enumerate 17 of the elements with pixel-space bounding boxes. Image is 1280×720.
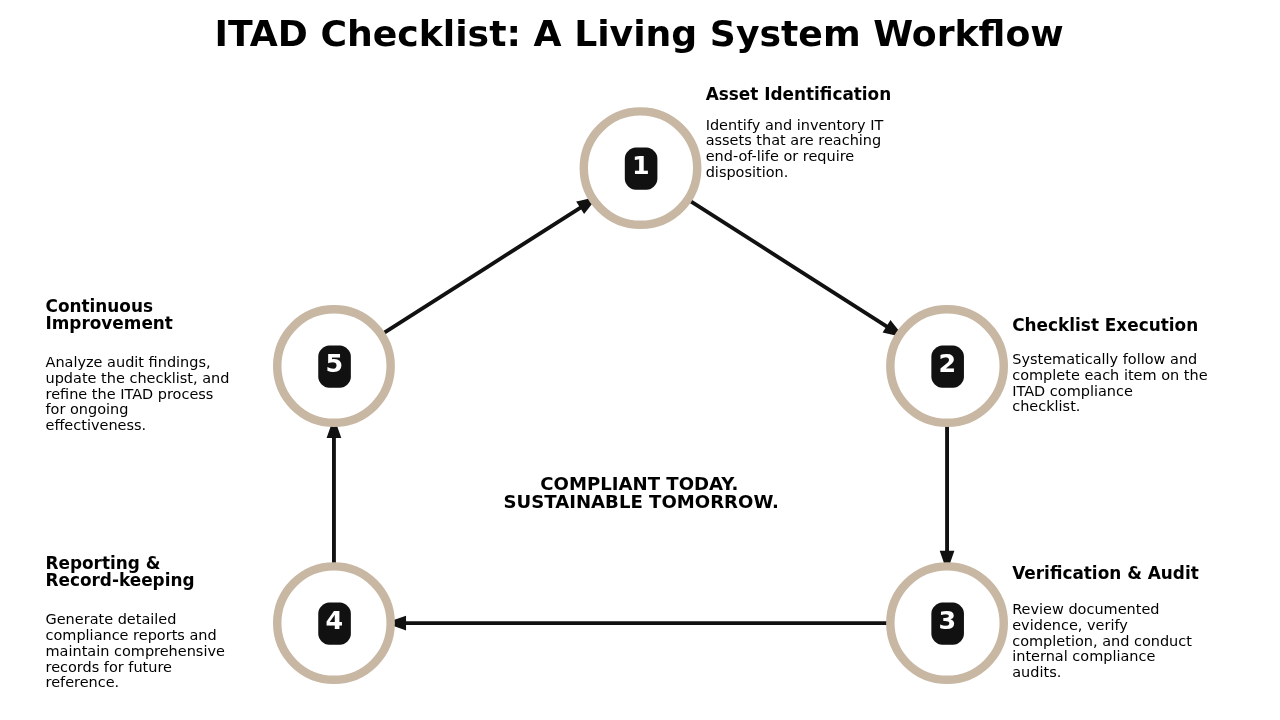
node-label: Asset Identification [705, 84, 891, 105]
node-label: Generate detailed compliance reports and maintain comprehensive records for future reference. [45, 611, 225, 691]
node-circle: 4 [272, 562, 395, 685]
node-circle: 1 [579, 107, 701, 230]
node-circle: 2 [885, 305, 1008, 427]
node-label: Verification & Audit [1011, 562, 1199, 583]
node-label: Identify and inventory IT assets that are reaching end-of-life or require disposition. [705, 116, 883, 180]
node-label: Review documented evidence, verify completion, and conduct internal compliance audits. [1011, 601, 1192, 680]
diagram-title: ITAD Checklist: A Living System Workflow [213, 11, 1064, 55]
node-label: Checklist Execution [1011, 314, 1198, 335]
node-label: Reporting & Record-keeping [45, 553, 195, 590]
node-circle: 5 [272, 305, 395, 427]
node-label: Analyze audit findings, update the checklist, and refine the ITAD process for ongoing effectiveness. [45, 354, 229, 434]
node-label: Continuous Improvement [45, 295, 173, 333]
node-circle: 3 [885, 562, 1008, 685]
node-label: Systematically follow and complete each item on the ITAD compliance checklist. [1011, 351, 1208, 415]
label: COMPLIANT TODAY. SUSTAINABLE TOMORROW. [503, 472, 779, 512]
